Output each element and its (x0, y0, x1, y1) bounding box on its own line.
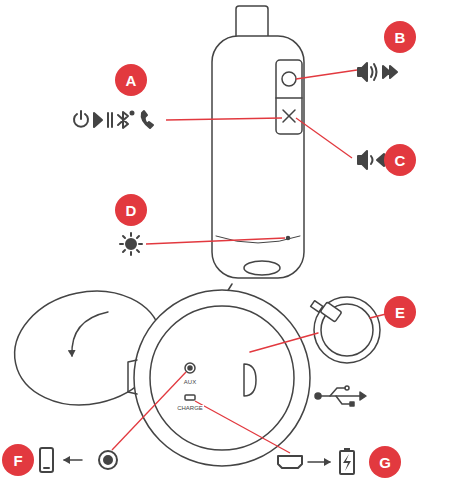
port-label: AUX (183, 379, 197, 385)
callout-circle: C (384, 144, 416, 176)
callout-circle: F (2, 444, 34, 476)
callout-circle: B (384, 21, 416, 53)
callout-letter: A (126, 72, 137, 89)
callout-letter: E (395, 304, 405, 321)
callout-letter: G (379, 454, 391, 471)
callout-circle: A (115, 64, 147, 96)
callout-circle: D (115, 194, 147, 226)
callout-letter: C (395, 152, 406, 169)
callout-circle: E (384, 296, 416, 328)
port-label: CHARGE (176, 405, 204, 411)
callout-circle: G (369, 446, 401, 478)
callout-letter: D (126, 202, 137, 219)
callout-letter: F (13, 452, 22, 469)
callout-letter: B (395, 29, 406, 46)
